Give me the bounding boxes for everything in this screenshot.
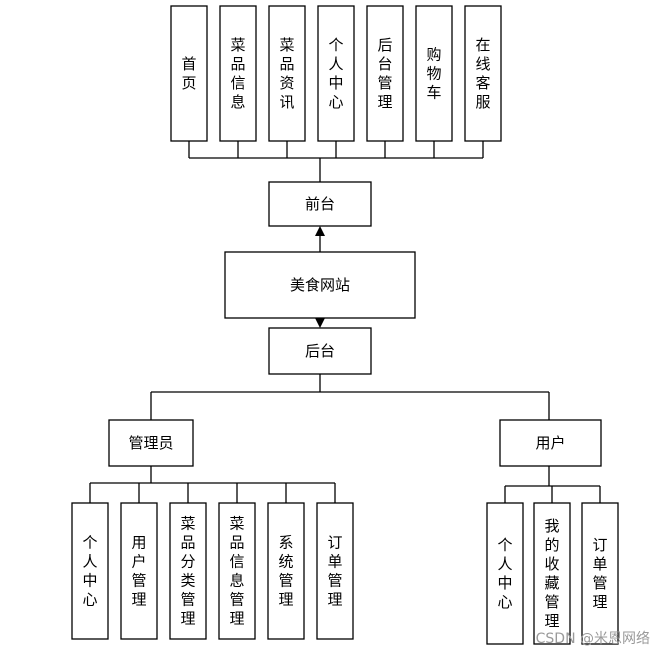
root-node-label: 美食网站 xyxy=(290,276,350,294)
user-item-2: 订单管理 xyxy=(581,502,619,645)
frontend-item-6-box xyxy=(464,5,502,142)
backend-node: 后台 xyxy=(268,327,372,375)
frontend-item-0-box xyxy=(170,5,208,142)
frontend-item-4: 后台管理 xyxy=(366,5,404,142)
frontend-item-5-box xyxy=(415,5,453,142)
admin-item-3: 菜品信息管理 xyxy=(218,502,256,640)
admin-item-1-label: 用户管理 xyxy=(131,534,146,609)
frontend-item-4-box xyxy=(366,5,404,142)
frontend-item-4-label: 后台管理 xyxy=(377,36,392,111)
user-item-2-label: 订单管理 xyxy=(592,536,607,611)
user-node: 用户 xyxy=(499,419,602,467)
frontend-item-6-label: 在线客服 xyxy=(475,36,490,111)
backend-node-label: 后台 xyxy=(305,342,335,360)
frontend-item-2-label: 菜品资讯 xyxy=(279,36,294,111)
user-item-0-label: 个人中心 xyxy=(497,536,512,611)
admin-node-box xyxy=(108,419,194,467)
admin-item-0-box xyxy=(71,502,109,640)
admin-item-2-box xyxy=(169,502,207,640)
admin-item-2-label: 菜品分类管理 xyxy=(180,515,195,628)
connectors xyxy=(89,141,601,503)
user-item-0-box xyxy=(486,502,524,645)
watermark: CSDN @米恩网络 xyxy=(536,631,650,647)
user-item-0: 个人中心 xyxy=(486,502,524,645)
frontend-item-6: 在线客服 xyxy=(464,5,502,142)
user-node-label: 用户 xyxy=(535,434,565,452)
frontend-item-3-box xyxy=(317,5,355,142)
admin-node: 管理员 xyxy=(108,419,194,467)
admin-item-1-box xyxy=(120,502,158,640)
user-item-1: 我的收藏管理 xyxy=(533,502,571,645)
root-node: 美食网站 xyxy=(224,251,416,319)
frontend-item-3-label: 个人中心 xyxy=(328,36,343,111)
admin-item-3-label: 菜品信息管理 xyxy=(229,515,244,628)
frontend-item-2-box xyxy=(268,5,306,142)
frontend-item-1: 菜品信息 xyxy=(219,5,257,142)
admin-item-4-box xyxy=(267,502,305,640)
frontend-node-label: 前台 xyxy=(305,195,335,213)
frontend-node-box xyxy=(268,181,372,227)
frontend-item-2: 菜品资讯 xyxy=(268,5,306,142)
admin-item-0: 个人中心 xyxy=(71,502,109,640)
user-node-box xyxy=(499,419,602,467)
admin-item-4-label: 系统管理 xyxy=(278,534,293,609)
admin-item-0-label: 个人中心 xyxy=(82,534,97,609)
nodes: 首页菜品信息菜品资讯个人中心后台管理购物车在线客服前台美食网站后台管理员个人中心… xyxy=(71,5,619,645)
frontend-item-1-box xyxy=(219,5,257,142)
admin-item-5: 订单管理 xyxy=(316,502,354,640)
root-to-backend-arrow xyxy=(315,318,325,328)
user-item-2-box xyxy=(581,502,619,645)
frontend-item-1-label: 菜品信息 xyxy=(230,36,245,111)
root-node-box xyxy=(224,251,416,319)
root-to-frontend-arrow xyxy=(315,226,325,236)
user-item-1-label: 我的收藏管理 xyxy=(544,517,559,630)
admin-item-5-label: 订单管理 xyxy=(327,534,342,609)
user-item-1-box xyxy=(533,502,571,645)
admin-item-3-box xyxy=(218,502,256,640)
admin-item-2: 菜品分类管理 xyxy=(169,502,207,640)
frontend-node: 前台 xyxy=(268,181,372,227)
backend-node-box xyxy=(268,327,372,375)
frontend-item-5-label: 购物车 xyxy=(426,46,441,102)
frontend-item-0-label: 首页 xyxy=(181,55,196,92)
admin-item-4: 系统管理 xyxy=(267,502,305,640)
frontend-item-3: 个人中心 xyxy=(317,5,355,142)
frontend-item-5: 购物车 xyxy=(415,5,453,142)
frontend-item-0: 首页 xyxy=(170,5,208,142)
admin-item-1: 用户管理 xyxy=(120,502,158,640)
admin-item-5-box xyxy=(316,502,354,640)
admin-node-label: 管理员 xyxy=(128,434,173,452)
